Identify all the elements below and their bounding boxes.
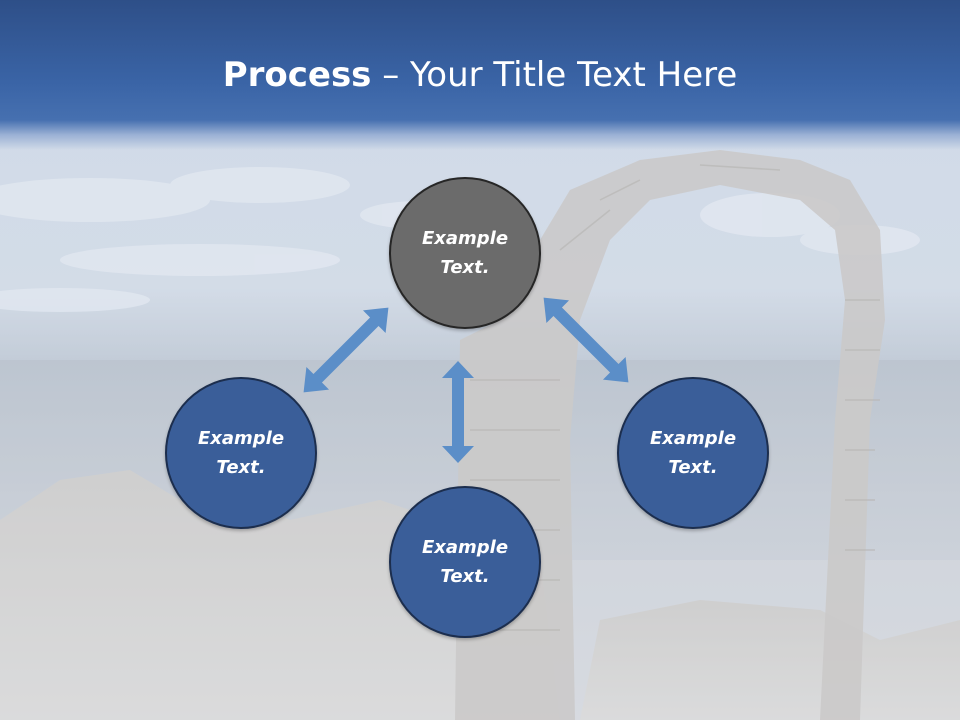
node-right-label: Example Text. — [649, 428, 737, 478]
title-bold: Process — [222, 55, 372, 95]
node-top: Example Text. — [389, 177, 541, 329]
node-bottom: Example Text. — [389, 486, 541, 638]
node-top-label: Example Text. — [421, 228, 509, 278]
node-left-label: Example Text. — [197, 428, 285, 478]
title-rest: – Your Title Text Here — [371, 55, 738, 95]
arrow-top-left — [292, 296, 400, 404]
arrow-vertical — [442, 361, 474, 463]
title-bar — [0, 0, 960, 150]
slide-title: Process – Your Title Text Here — [0, 52, 960, 98]
stone-arch — [455, 150, 885, 720]
node-right: Example Text. — [617, 377, 769, 529]
node-left: Example Text. — [165, 377, 317, 529]
node-bottom-label: Example Text. — [421, 537, 509, 587]
arrow-top-right — [532, 286, 640, 394]
